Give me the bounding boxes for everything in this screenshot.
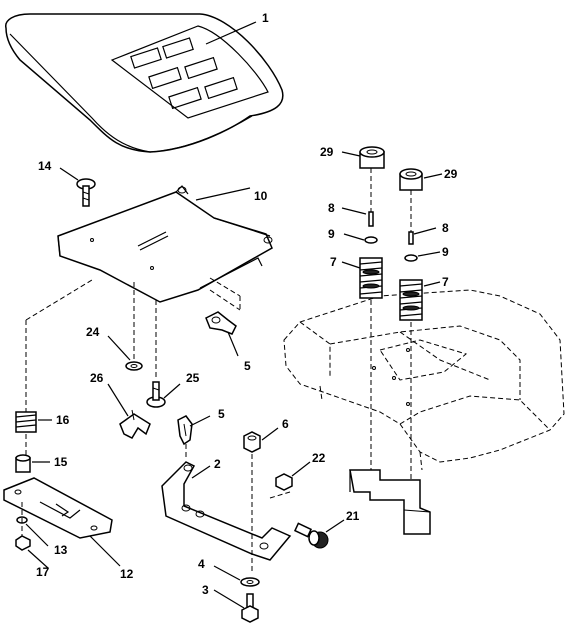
washer-4	[213, 565, 260, 587]
callout-12: 12	[120, 567, 134, 581]
washer-24	[107, 335, 143, 371]
seat-bracket-2	[161, 461, 292, 561]
slide-bracket-12	[3, 477, 121, 567]
spring-7-right	[399, 279, 441, 321]
seat	[5, 13, 284, 153]
clip-5-lower	[177, 415, 211, 446]
spring-16	[15, 411, 52, 433]
bolt-25	[146, 381, 181, 408]
callout-6: 6	[282, 417, 289, 431]
callout-15: 15	[54, 455, 68, 469]
callout-7-left: 7	[330, 255, 337, 269]
clamp-26	[107, 383, 151, 439]
cap-29-right	[399, 168, 443, 191]
callout-10: 10	[254, 189, 268, 203]
callout-22: 22	[312, 451, 326, 465]
washer-9-left	[343, 233, 378, 244]
callout-1: 1	[262, 11, 269, 25]
callout-5-lower: 5	[218, 407, 225, 421]
callout-29-left: 29	[320, 145, 334, 159]
callout-3: 3	[202, 583, 209, 597]
clip-5-upper	[205, 311, 239, 357]
bolt-8-right	[408, 227, 437, 245]
bolt-8-left	[341, 207, 374, 227]
callout-9-left: 9	[328, 227, 335, 241]
nut-22	[275, 461, 311, 491]
seat-pan	[57, 185, 273, 303]
knob-21	[293, 519, 345, 549]
bushing-15	[15, 454, 50, 473]
callout-14: 14	[38, 159, 52, 173]
callout-7-right: 7	[442, 275, 449, 289]
callout-26: 26	[90, 371, 104, 385]
fender	[283, 289, 565, 471]
callout-21: 21	[346, 509, 360, 523]
callout-25: 25	[186, 371, 200, 385]
spring-7-left	[341, 257, 383, 299]
washer-9-right	[404, 251, 441, 262]
nut-6	[243, 427, 279, 453]
hinge-bracket	[349, 469, 431, 535]
callout-8-left: 8	[328, 201, 335, 215]
callout-8-right: 8	[442, 221, 449, 235]
bolt-14	[59, 167, 96, 207]
callout-24: 24	[86, 325, 100, 339]
callout-2: 2	[214, 457, 221, 471]
callout-4: 4	[198, 557, 205, 571]
callout-9-right: 9	[442, 245, 449, 259]
callout-13: 13	[54, 543, 68, 557]
callout-5-upper: 5	[244, 359, 251, 373]
callout-16: 16	[56, 413, 70, 427]
callout-17: 17	[36, 565, 50, 579]
cap-29-left	[341, 146, 385, 169]
callout-29-right: 29	[444, 167, 458, 181]
bolt-3	[213, 589, 259, 623]
